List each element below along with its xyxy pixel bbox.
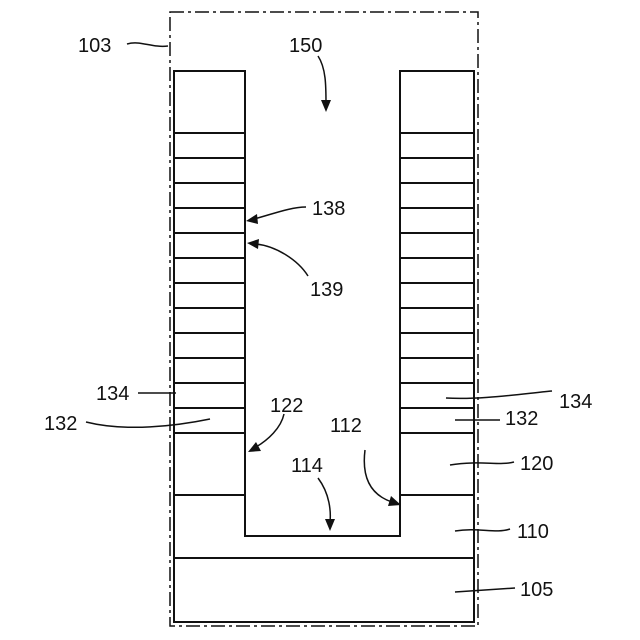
layer-110 bbox=[174, 495, 474, 558]
cap-layer-left bbox=[174, 71, 245, 133]
left-stack bbox=[174, 71, 245, 433]
label-132-left: 132 bbox=[44, 413, 77, 435]
substrate-105 bbox=[174, 558, 474, 622]
right-stack bbox=[400, 71, 474, 433]
layer-120-left bbox=[174, 433, 245, 495]
label-139: 139 bbox=[310, 279, 343, 301]
reference-numerals: 103 150 138 139 134 132 134 132 122 112 … bbox=[44, 35, 592, 601]
label-110: 110 bbox=[517, 521, 549, 543]
label-114: 114 bbox=[291, 455, 323, 477]
label-132-right: 132 bbox=[505, 408, 538, 430]
label-103: 103 bbox=[78, 35, 111, 57]
label-120: 120 bbox=[520, 453, 553, 475]
label-112: 112 bbox=[330, 415, 362, 437]
label-122: 122 bbox=[270, 395, 303, 417]
label-138: 138 bbox=[312, 198, 345, 220]
cap-layer-right bbox=[400, 71, 474, 133]
label-150: 150 bbox=[289, 35, 322, 57]
label-105: 105 bbox=[520, 579, 553, 601]
leader-lines bbox=[86, 43, 552, 592]
label-134-left: 134 bbox=[96, 383, 129, 405]
label-134-right: 134 bbox=[559, 391, 592, 413]
